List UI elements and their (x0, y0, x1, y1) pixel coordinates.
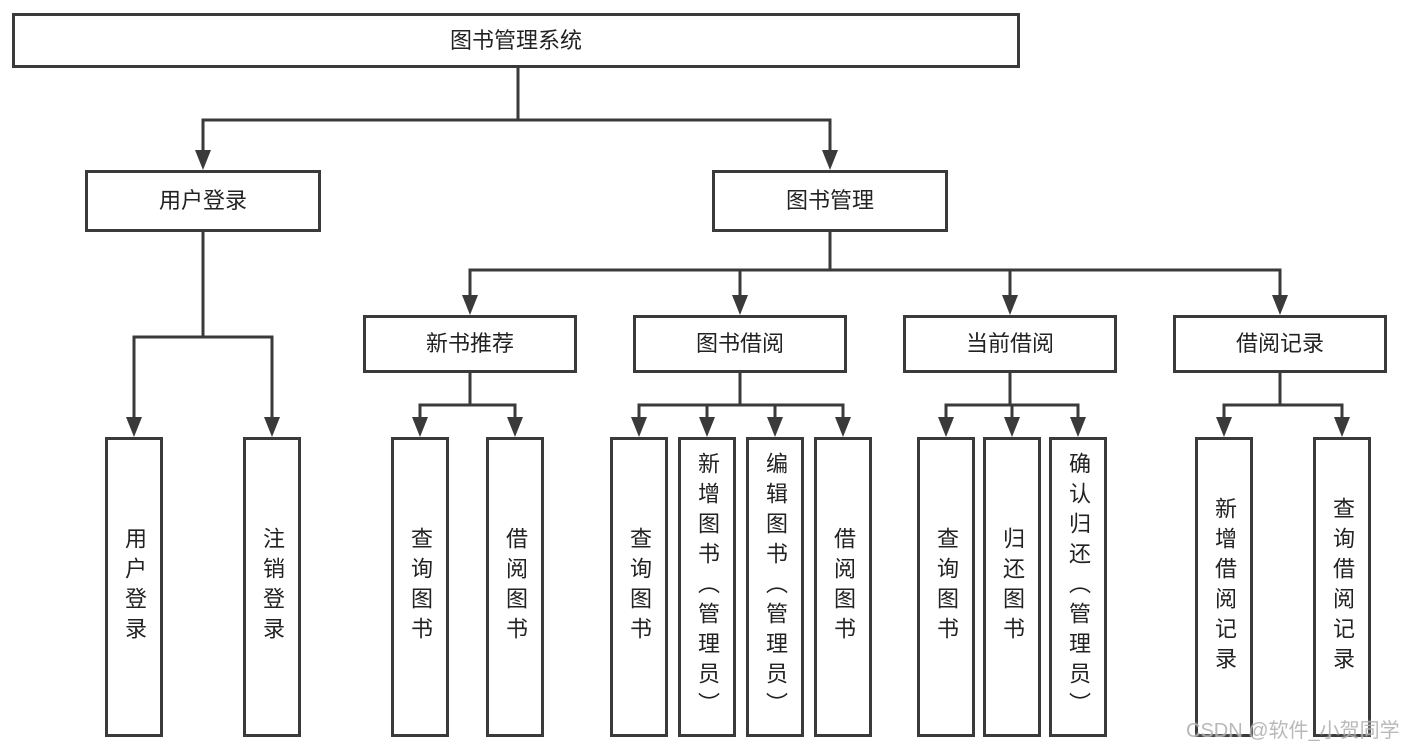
leaf-label: 用户登录 (122, 527, 147, 647)
leaf-br-add-borrow-record: 新增借阅记录 (1195, 437, 1253, 737)
node-user-login: 用户登录 (85, 170, 321, 232)
node-label: 图书管理 (785, 188, 874, 213)
node-label: 新书推荐 (425, 331, 514, 356)
arrow-icon (1002, 295, 1018, 315)
connector (418, 373, 517, 424)
arrow-icon (507, 417, 523, 437)
arrow-icon (264, 417, 280, 437)
node-current-borrow: 当前借阅 (903, 315, 1117, 373)
connector (637, 373, 845, 424)
leaf-cb-return-books: 归还图书 (983, 437, 1041, 737)
arrow-icon (126, 417, 142, 437)
leaf-label: 注销登录 (260, 527, 285, 647)
arrow-icon (1272, 295, 1288, 315)
node-book-borrow: 图书借阅 (633, 315, 847, 373)
arrow-icon (1070, 417, 1086, 437)
node-label: 用户登录 (158, 188, 247, 213)
leaf-label: 借阅图书 (831, 527, 856, 647)
arrow-icon (699, 417, 715, 437)
leaf-nb-borrow-books: 借阅图书 (486, 437, 544, 737)
leaf-label: 借阅图书 (503, 527, 528, 647)
leaf-label: 新增借阅记录 (1212, 497, 1237, 677)
leaf-label: 确认归还（管理员） (1066, 452, 1091, 722)
node-book-management: 图书管理 (712, 170, 948, 232)
arrow-icon (1216, 417, 1232, 437)
leaf-label: 编辑图书（管理员） (763, 452, 788, 722)
arrow-icon (732, 295, 748, 315)
leaf-cb-confirm-return-admin: 确认归还（管理员） (1049, 437, 1107, 737)
arrow-icon (1004, 417, 1020, 437)
connectors (132, 68, 1344, 424)
node-label: 借阅记录 (1235, 331, 1324, 356)
csdn-watermark: CSDN @软件_小贺同学 (1186, 720, 1400, 742)
node-label: 当前借阅 (965, 331, 1054, 356)
leaf-user-login: 用户登录 (105, 437, 163, 737)
node-label: 图书管理系统 (449, 27, 582, 53)
leaf-label: 新增图书（管理员） (695, 452, 720, 722)
leaf-logout: 注销登录 (243, 437, 301, 737)
connector (468, 232, 1282, 300)
connector (132, 232, 274, 424)
leaf-br-query-borrow-record: 查询借阅记录 (1313, 437, 1371, 737)
connector (1222, 373, 1344, 424)
arrowheads (126, 150, 1350, 437)
node-borrow-records: 借阅记录 (1173, 315, 1387, 373)
node-root: 图书管理系统 (12, 13, 1020, 68)
leaf-label: 查询图书 (627, 527, 652, 647)
leaf-bb-add-books-admin: 新增图书（管理员） (678, 437, 736, 737)
arrow-icon (462, 295, 478, 315)
node-label: 图书借阅 (695, 331, 784, 356)
leaf-label: 查询借阅记录 (1330, 497, 1355, 677)
leaf-bb-borrow-books: 借阅图书 (814, 437, 872, 737)
arrow-icon (767, 417, 783, 437)
arrow-icon (1334, 417, 1350, 437)
leaf-label: 归还图书 (1000, 527, 1025, 647)
leaf-cb-query-books: 查询图书 (917, 437, 975, 737)
leaf-label: 查询图书 (408, 527, 433, 647)
leaf-nb-query-books: 查询图书 (391, 437, 449, 737)
leaf-bb-edit-books-admin: 编辑图书（管理员） (746, 437, 804, 737)
arrow-icon (835, 417, 851, 437)
connector (944, 373, 1080, 424)
arrow-icon (822, 150, 838, 170)
arrow-icon (412, 417, 428, 437)
arrow-icon (631, 417, 647, 437)
leaf-label: 查询图书 (934, 527, 959, 647)
arrow-icon (938, 417, 954, 437)
node-new-book-recommend: 新书推荐 (363, 315, 577, 373)
connector (201, 68, 832, 154)
arrow-icon (195, 150, 211, 170)
leaf-bb-query-books: 查询图书 (610, 437, 668, 737)
